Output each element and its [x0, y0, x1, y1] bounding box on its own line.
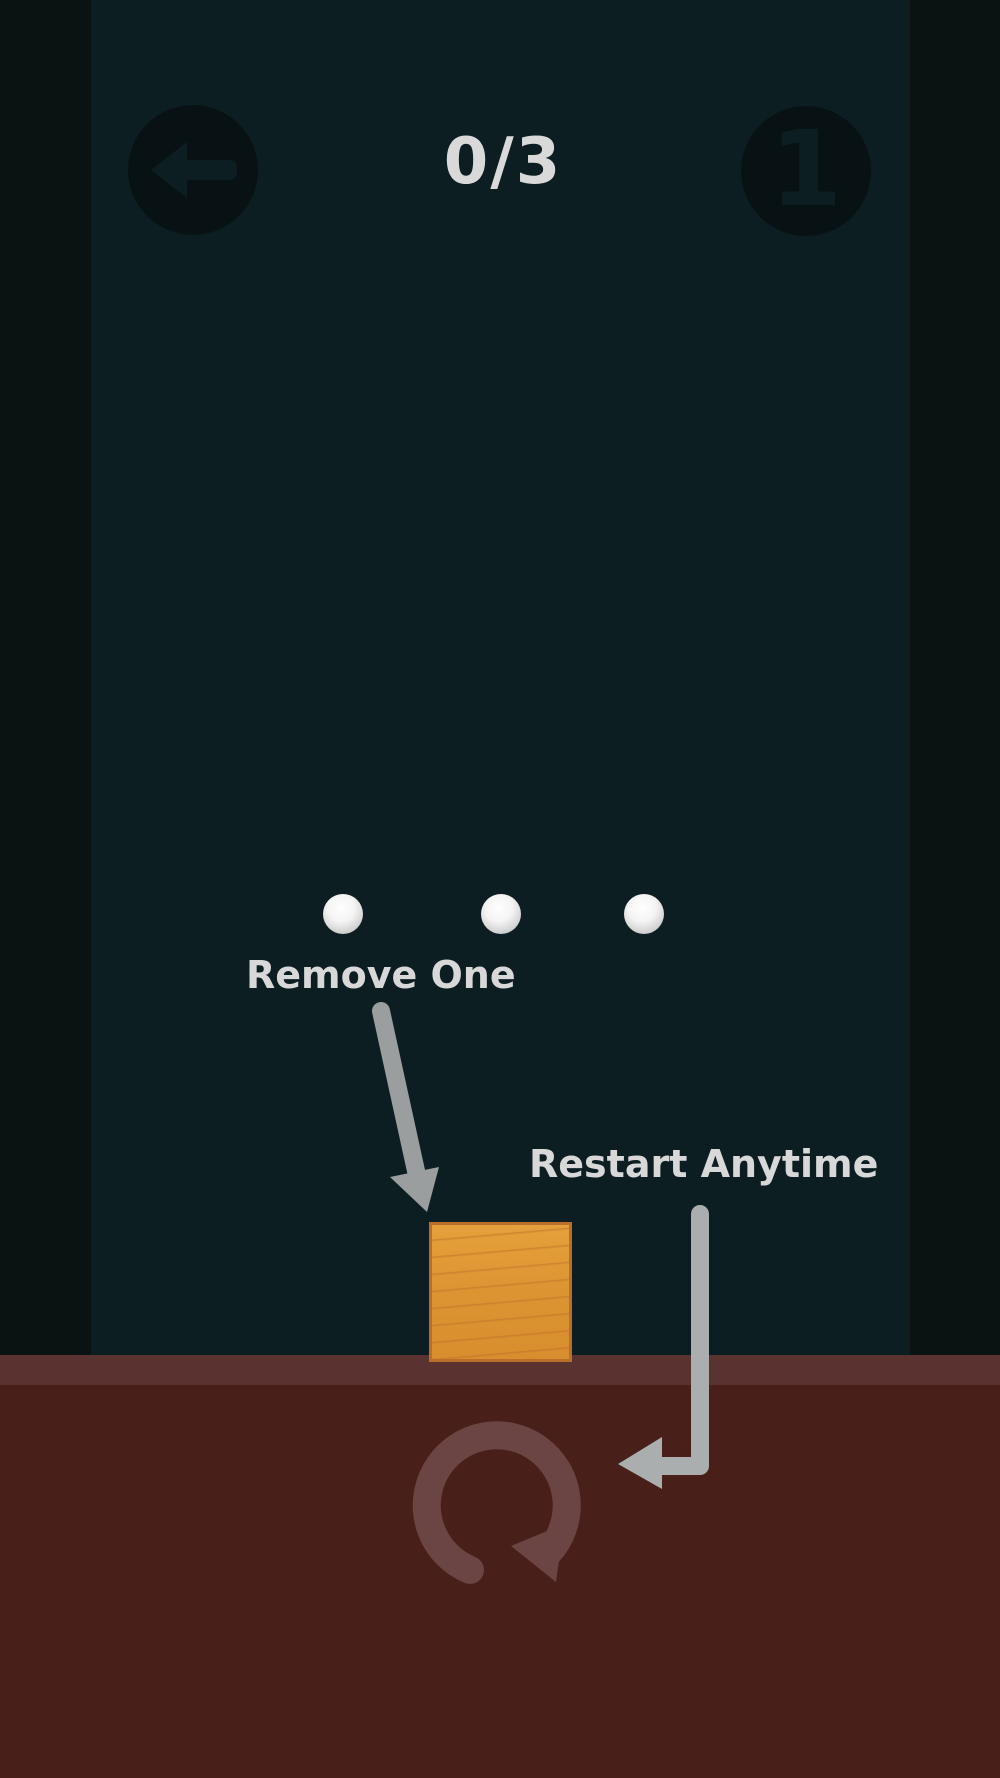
- ball[interactable]: [481, 894, 521, 934]
- back-button[interactable]: [128, 105, 258, 235]
- right-margin: [910, 0, 1000, 1360]
- ball[interactable]: [323, 894, 363, 934]
- level-button[interactable]: 1: [741, 106, 871, 236]
- arrow-left-icon: [151, 142, 237, 198]
- remove-one-hint: Remove One: [246, 953, 516, 997]
- level-number: 1: [769, 108, 843, 230]
- restart-anytime-hint: Restart Anytime: [529, 1142, 879, 1186]
- restart-button[interactable]: [398, 1410, 583, 1595]
- score-counter: 0/3: [443, 125, 563, 199]
- restart-icon: [412, 1421, 581, 1584]
- ball[interactable]: [624, 894, 664, 934]
- wooden-crate[interactable]: [429, 1222, 572, 1362]
- left-margin: [0, 0, 91, 1360]
